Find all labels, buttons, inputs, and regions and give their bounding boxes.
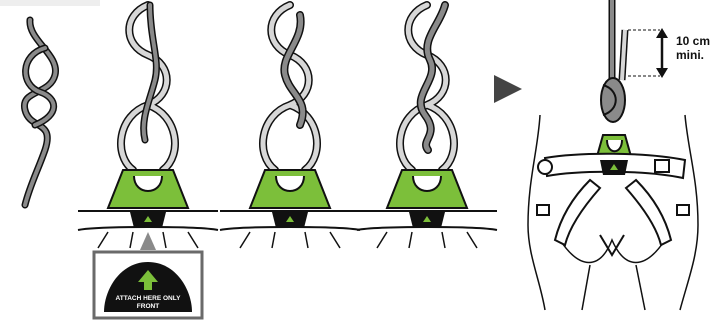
measurement-qualifier: mini. [676, 48, 704, 62]
step-3-retrace-knot [220, 5, 360, 248]
measurement-value: 10 cm [676, 34, 710, 48]
top-left-tab [0, 0, 100, 6]
callout-line1: ATTACH HERE ONLY [116, 295, 182, 302]
callout-pointer [140, 232, 156, 250]
step-2-thread-harness [78, 5, 218, 248]
callout-line2: FRONT [137, 303, 159, 310]
play-arrow-icon [494, 75, 522, 103]
step-4-finished-knot [357, 5, 497, 248]
attach-here-callout: ATTACH HERE ONLY FRONT [94, 252, 202, 318]
step-5-tied-in-harness [528, 0, 698, 310]
step-1-figure-eight [24, 20, 55, 205]
